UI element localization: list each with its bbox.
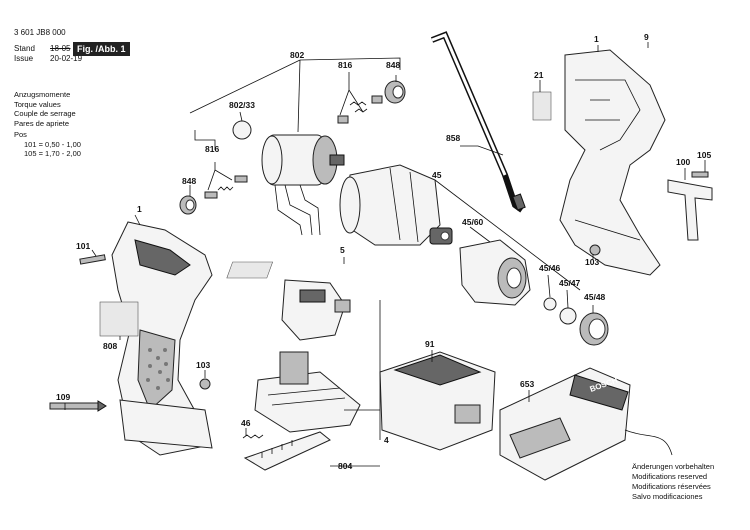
label-808-part bbox=[99, 301, 139, 337]
callout-45-60: 45/60 bbox=[462, 217, 484, 227]
torque-title-de: Anzugsmomente bbox=[14, 90, 71, 99]
callout-816-left: 816 bbox=[205, 144, 219, 154]
callout-4: 4 bbox=[384, 435, 389, 445]
footer-es: Salvo modificaciones bbox=[632, 492, 703, 501]
brush-set-816-top-part bbox=[337, 95, 383, 124]
contact-plate-804-part bbox=[243, 431, 331, 471]
nut-103-left-part bbox=[199, 378, 211, 390]
callout-802: 802 bbox=[290, 50, 304, 60]
callout-45-46: 45/46 bbox=[539, 263, 561, 273]
housing-right-part bbox=[559, 49, 666, 276]
callout-804: 804 bbox=[338, 461, 352, 471]
bearing-848-left-part bbox=[179, 195, 197, 215]
torque-title-es: Pares de apriete bbox=[14, 118, 70, 128]
torque-title-fr: Couple de serrage bbox=[14, 109, 76, 118]
leader-lines bbox=[64, 42, 706, 467]
callout-1-right: 1 bbox=[594, 34, 599, 44]
footer-notice: Änderungen vorbehalten Modifications res… bbox=[632, 462, 714, 502]
callout-9: 9 bbox=[644, 32, 649, 42]
charger-653-part: BOSCH bbox=[499, 367, 673, 481]
issue-label: Issue bbox=[14, 54, 34, 63]
figure-label: Fig. /Abb. 1 bbox=[73, 42, 130, 56]
issue-value: 20-02-19 bbox=[50, 54, 83, 63]
screw-105-part bbox=[691, 171, 709, 178]
belt-clip-100-part bbox=[667, 179, 713, 241]
callout-101: 101 bbox=[76, 241, 90, 251]
callout-45-47: 45/47 bbox=[559, 278, 581, 288]
callout-802-33: 802/33 bbox=[229, 100, 255, 110]
torque-title-en: Torque values bbox=[14, 99, 61, 109]
callout-816-top: 816 bbox=[338, 60, 352, 70]
sleeve-45-48-part bbox=[579, 312, 609, 346]
torque-value-105: 105 = 1,70 - 2,00 bbox=[24, 149, 81, 158]
torque-value-101: 101 = 0,50 - 1,00 bbox=[24, 139, 81, 149]
callouts: 802 802/33 816 848 816 848 1 9 21 858 45… bbox=[56, 32, 711, 471]
callout-808: 808 bbox=[103, 341, 117, 351]
label-5-part bbox=[226, 261, 274, 279]
screw-101-part bbox=[79, 254, 106, 265]
callout-100: 100 bbox=[676, 157, 690, 167]
torque-values-block: Anzugsmomente Torque values Couple de se… bbox=[14, 90, 81, 159]
stand-value: 18-05 bbox=[50, 44, 71, 53]
torque-pos-label: Pos bbox=[14, 130, 27, 139]
callout-848-left: 848 bbox=[182, 176, 196, 186]
part-number: 3 601 JB8 000 bbox=[14, 28, 66, 37]
callout-109: 109 bbox=[56, 392, 70, 402]
footer-de: Änderungen vorbehalten bbox=[632, 462, 715, 471]
callout-848-top: 848 bbox=[386, 60, 400, 70]
front-cover-45-60-part bbox=[459, 239, 531, 306]
ring-45-47-part bbox=[559, 307, 577, 325]
nut-103-right-part bbox=[589, 244, 601, 256]
callout-103-right: 103 bbox=[585, 257, 599, 267]
callout-45-48: 45/48 bbox=[584, 292, 606, 302]
battery-91-part bbox=[379, 351, 496, 451]
callout-91: 91 bbox=[425, 339, 435, 349]
footer-en: Modifications reserved bbox=[632, 472, 708, 481]
stand-label: Stand bbox=[14, 44, 35, 53]
base-assembly-4-part bbox=[254, 351, 361, 433]
housing-left-part bbox=[111, 221, 213, 456]
callout-21: 21 bbox=[534, 70, 544, 80]
ring-45-46-part bbox=[543, 297, 557, 311]
callout-1-left: 1 bbox=[137, 204, 142, 214]
callout-5: 5 bbox=[340, 245, 345, 255]
document-header: 3 601 JB8 000 Stand 18-05 Issue 20-02-19 bbox=[14, 28, 82, 64]
bit-109-part bbox=[49, 400, 107, 412]
motor-assembly-part bbox=[261, 134, 345, 236]
brush-set-816-left-part bbox=[204, 175, 248, 199]
callout-653: 653 bbox=[520, 379, 534, 389]
callout-45: 45 bbox=[432, 170, 442, 180]
callout-103-left: 103 bbox=[196, 360, 210, 370]
oring-802-33-part bbox=[232, 120, 252, 140]
callout-105: 105 bbox=[697, 150, 711, 160]
footer-fr: Modifications réservées bbox=[632, 482, 711, 491]
bearing-848-top-part bbox=[384, 80, 406, 104]
label-21-part bbox=[532, 91, 552, 121]
lanyard-858-part bbox=[430, 31, 526, 213]
callout-858: 858 bbox=[446, 133, 460, 143]
impact-mechanism-part bbox=[339, 164, 453, 246]
switch-part bbox=[281, 279, 351, 341]
callout-46: 46 bbox=[241, 418, 251, 428]
